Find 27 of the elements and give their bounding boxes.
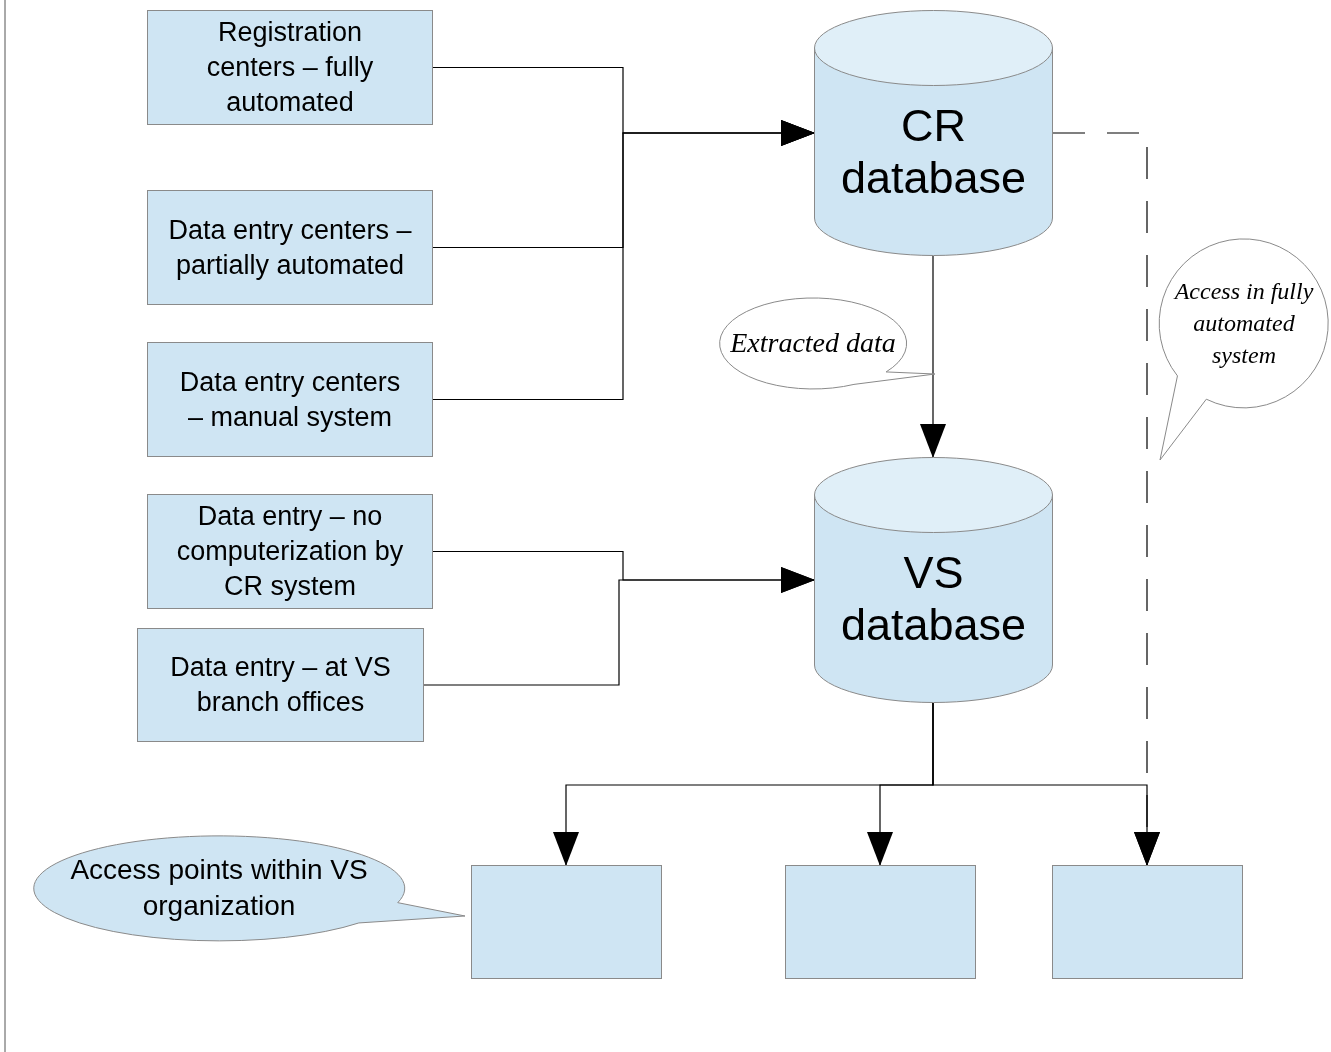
process-box — [147, 342, 433, 457]
database-label: VS database — [839, 547, 1028, 651]
arrow — [1052, 132, 1160, 866]
process-box — [137, 628, 424, 742]
process-box — [147, 190, 433, 305]
database-cylinder — [814, 457, 1053, 703]
access-point-box — [785, 865, 976, 979]
arrow — [423, 567, 815, 686]
box-label: Data entry – at VS branch offices — [169, 651, 392, 719]
database-cylinder — [814, 10, 1053, 256]
database-label: CR database — [839, 100, 1028, 204]
speech-bubble — [33, 834, 467, 942]
arrow — [432, 120, 815, 401]
callout-text: Extracted data — [729, 326, 897, 360]
box-label: Data entry centers – manual system — [178, 365, 402, 434]
callout-text: Access in fully automated system — [1172, 277, 1315, 370]
arrow — [920, 255, 946, 458]
speech-bubble — [1158, 238, 1330, 462]
process-box — [147, 10, 433, 125]
box-label: Data entry centers – partially automated — [167, 213, 413, 282]
access-point-box — [1052, 865, 1243, 979]
process-box — [147, 494, 433, 609]
speech-bubble — [719, 297, 937, 392]
callout-text: Access points within VS organization — [69, 853, 369, 923]
box-label: Registration centers – fully automated — [205, 16, 375, 119]
access-point-box — [471, 865, 662, 979]
box-label: Data entry – no computerization by CR system — [175, 500, 405, 603]
